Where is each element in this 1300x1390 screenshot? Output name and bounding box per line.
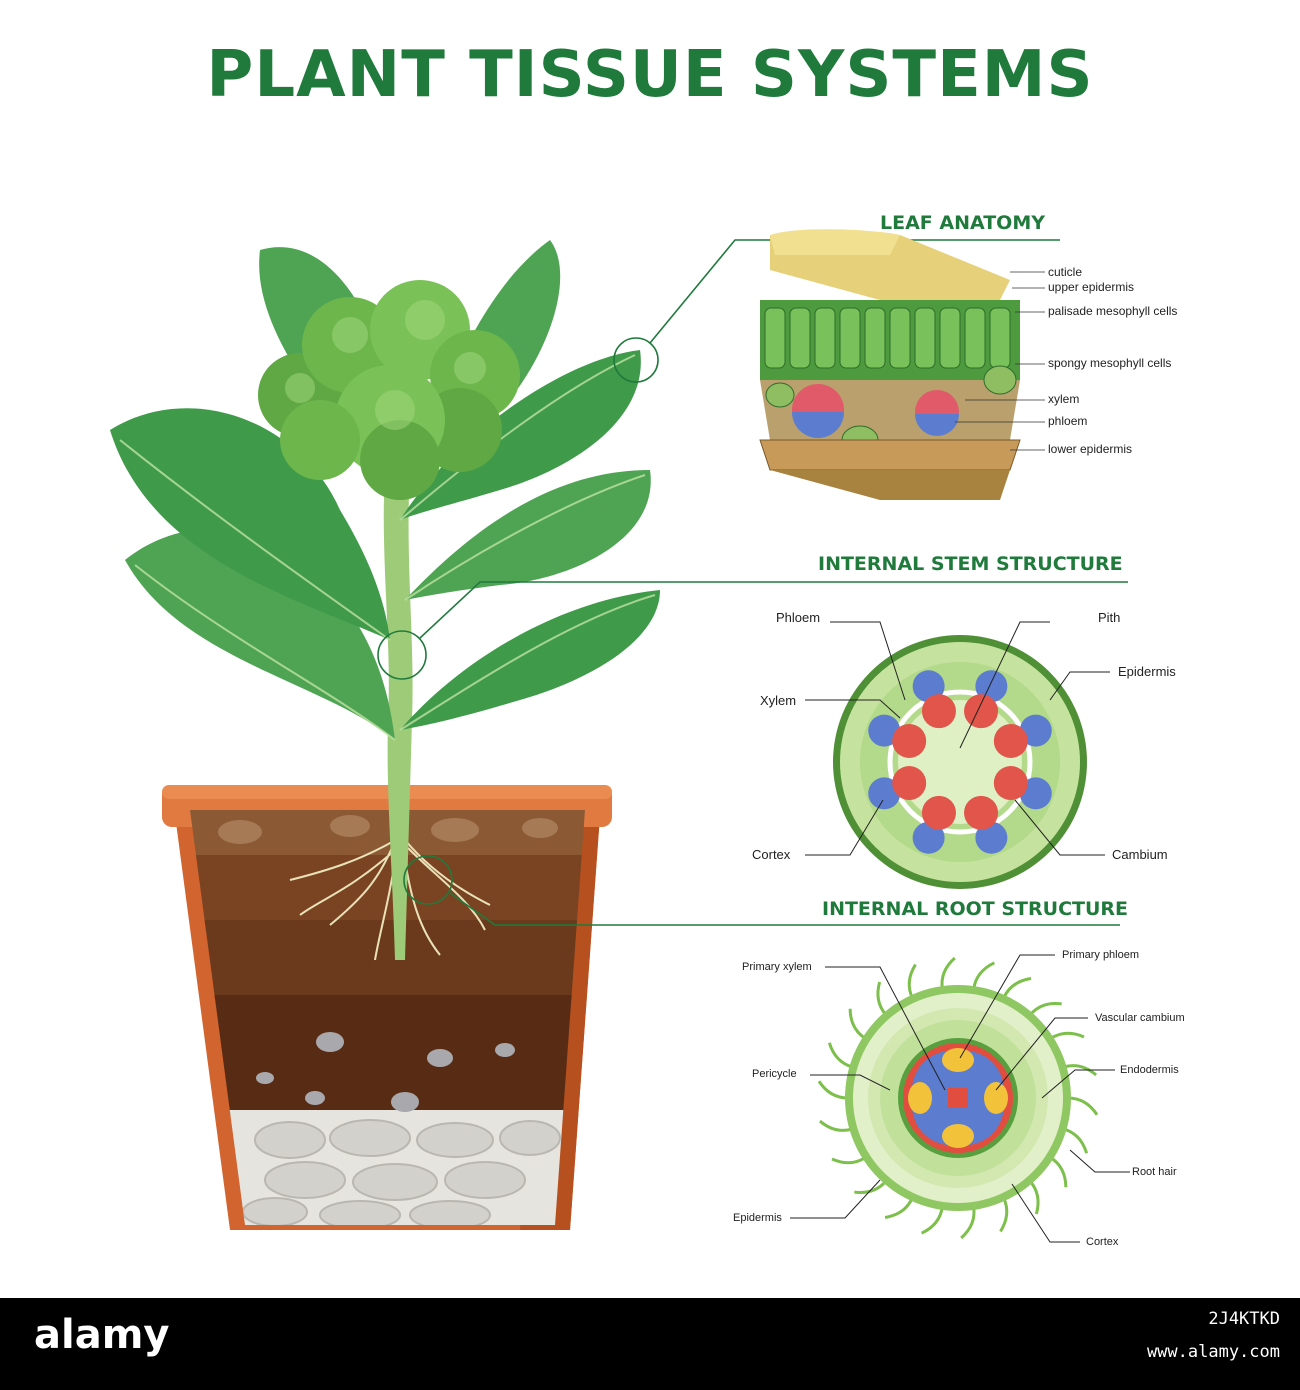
root-hair	[1028, 1002, 1062, 1016]
label-primary-phloem: Primary phloem	[1062, 949, 1140, 961]
stem-structure-heading: INTERNAL STEM STRUCTURE	[818, 553, 1123, 575]
label-lower-epidermis: lower epidermis	[1048, 442, 1133, 456]
plant-roots	[289, 839, 491, 961]
stem-xylem-bundle	[964, 694, 999, 729]
stem-phloem-bundle	[975, 821, 1008, 854]
root-hair	[831, 1156, 867, 1165]
label-leaf-xylem: xylem	[1048, 392, 1080, 406]
stem-xylem-bundle	[921, 694, 956, 729]
brand-logo: alamy	[34, 1312, 170, 1358]
root-hair	[848, 1008, 867, 1040]
broccoli-head	[258, 280, 520, 500]
root-hair	[818, 1119, 853, 1132]
label-stem-cortex: Cortex	[752, 847, 791, 862]
label-vascular-cambium: Vascular cambium	[1095, 1012, 1185, 1024]
root-cross-section	[790, 954, 1130, 1243]
stem-xylem-bundle	[892, 766, 927, 801]
stem-xylem-bundle	[921, 795, 956, 830]
root-hair	[920, 1206, 944, 1235]
root-hair	[1063, 1127, 1089, 1154]
label-cuticle: cuticle	[1048, 265, 1083, 279]
label-palisade-mesophyll: palisade mesophyll cells	[1048, 304, 1178, 318]
label-root-epidermis: Epidermis	[733, 1212, 782, 1224]
root-hair	[1028, 1180, 1040, 1215]
root-hair	[960, 1206, 976, 1240]
label-stem-pith: Pith	[1098, 610, 1121, 625]
root-hair	[827, 1042, 853, 1069]
label-spongy-mesophyll: spongy mesophyll cells	[1048, 356, 1172, 370]
root-hair	[876, 981, 888, 1016]
stem-xylem-bundle	[892, 723, 927, 758]
watermark-bar: alamy 2J4KTKD www.alamy.com	[0, 1298, 1300, 1390]
root-structure-heading: INTERNAL ROOT STRUCTURE	[822, 898, 1129, 920]
root-hair	[940, 956, 956, 990]
stem-phloem-bundle	[912, 821, 945, 854]
illustration	[110, 229, 1130, 1243]
stem-cross-section	[805, 621, 1110, 889]
label-stem-xylem: Xylem	[760, 693, 797, 708]
leaf-anatomy-diagram	[759, 229, 1045, 500]
stem-phloem-bundle	[1019, 714, 1052, 747]
root-hair	[907, 963, 917, 999]
stem-xylem-bundle	[964, 795, 999, 830]
root-hair	[1067, 1096, 1099, 1116]
root-hair	[884, 1197, 914, 1219]
label-stem-phloem: Phloem	[776, 610, 821, 625]
stem-xylem-bundle	[993, 723, 1028, 758]
stem-phloem-bundle	[912, 670, 945, 703]
stem-phloem-bundle	[868, 777, 901, 810]
stem-phloem-bundle	[1019, 777, 1052, 810]
stem-phloem-bundle	[868, 714, 901, 747]
stock-url: www.alamy.com	[1146, 1342, 1280, 1362]
label-root-cortex: Cortex	[1086, 1236, 1119, 1248]
label-root-hair: Root hair	[1132, 1166, 1177, 1178]
root-hair	[1002, 977, 1032, 999]
root-hair	[999, 1197, 1009, 1233]
label-upper-epidermis: upper epidermis	[1048, 280, 1135, 294]
label-stem-epidermis: Epidermis	[1118, 664, 1176, 679]
leaf-anatomy-heading: LEAF ANATOMY	[880, 212, 1045, 234]
label-stem-cambium: Cambium	[1112, 847, 1168, 862]
page-title: PLANT TISSUE SYSTEMS	[206, 38, 1094, 112]
label-leaf-phloem: phloem	[1048, 414, 1088, 428]
plant-stem	[383, 470, 413, 960]
callout-connectors	[377, 239, 1128, 926]
stem-phloem-bundle	[975, 670, 1008, 703]
soil-layers	[190, 810, 585, 1225]
image-id: 2J4KTKD	[1208, 1309, 1280, 1329]
label-primary-xylem: Primary xylem	[742, 961, 812, 973]
stem-xylem-bundle	[993, 766, 1028, 801]
label-pericycle: Pericycle	[752, 1068, 797, 1080]
root-hair	[817, 1080, 849, 1100]
root-hair	[1049, 1031, 1085, 1040]
root-hair	[1049, 1156, 1068, 1188]
root-hair	[972, 961, 996, 990]
label-endodermis: Endodermis	[1120, 1064, 1179, 1076]
